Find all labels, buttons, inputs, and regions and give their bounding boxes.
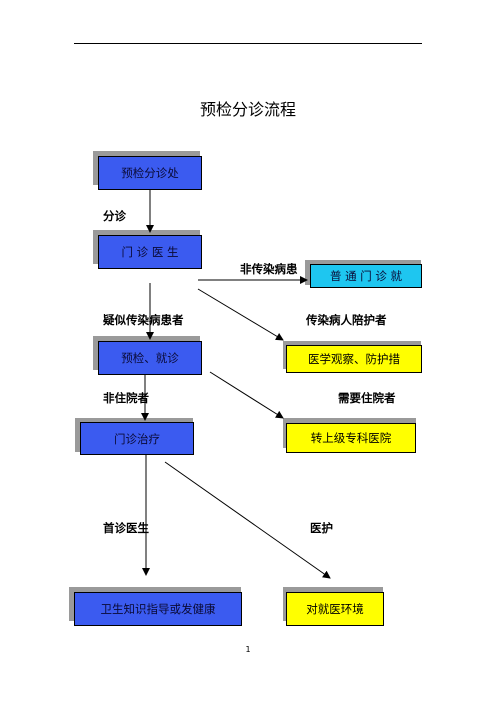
label-triage: 分诊	[103, 209, 126, 223]
outpatient-treatment-box: 门诊治疗	[80, 422, 194, 455]
label-needs-hospitalization: 需要住院者	[338, 391, 396, 405]
environment-box: 对就医环境	[286, 592, 384, 626]
triage-desk-box: 预检分诊处	[98, 156, 202, 190]
clinic-doctor-box: 门 诊 医 生	[98, 235, 202, 269]
label-first-doctor: 首诊医生	[103, 521, 149, 535]
header-rule	[74, 43, 422, 44]
general-clinic-box: 普 通 门 诊 就	[310, 264, 422, 288]
arrow-doctor-to-observation	[197, 288, 284, 341]
page-number: 1	[245, 645, 251, 654]
transfer-box: 转上级专科医院	[286, 423, 416, 453]
label-companion: 传染病人陪护者	[306, 313, 387, 327]
medical-observation-box: 医学观察、防护措	[286, 345, 422, 373]
arrow-treatment-to-environment	[164, 461, 331, 579]
arrow-preexam-to-transfer	[209, 371, 284, 419]
page-title: 预检分诊流程	[199, 100, 296, 119]
health-guidance-box: 卫生知识指导或发健康	[74, 592, 242, 626]
label-non-infectious: 非传染病患	[240, 262, 298, 276]
label-non-inpatient: 非住院者	[103, 391, 149, 405]
pre-exam-box: 预检、就诊	[98, 341, 202, 375]
label-suspected: 疑似传染病患者	[103, 313, 184, 327]
label-nursing: 医护	[310, 521, 333, 535]
